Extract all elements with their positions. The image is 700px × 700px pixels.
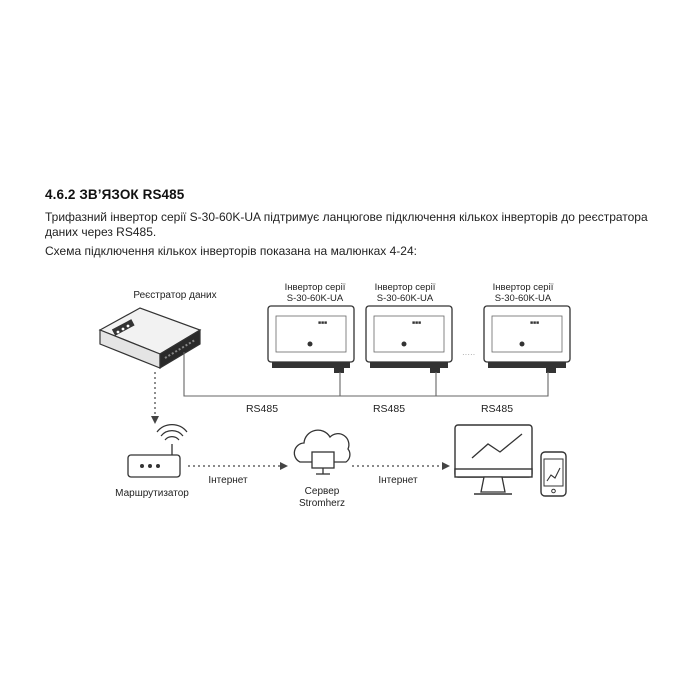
- intro-paragraph-line2: даних через RS485.: [45, 225, 157, 239]
- inverter-1-icon: ■■■: [267, 305, 355, 373]
- internet-label-2: Інтернет: [378, 475, 418, 486]
- inverter-3-label-line1: Інвертор серії: [493, 282, 554, 293]
- more-inverters-dots: ·····: [462, 350, 475, 359]
- diagram-caption-paragraph: Схема підключення кількох інверторів пок…: [45, 244, 417, 258]
- server-to-monitor-link: [352, 462, 450, 470]
- smartphone-icon: [540, 451, 567, 497]
- rs485-label-3: RS485: [481, 403, 513, 415]
- logger-to-router-link: [151, 372, 159, 424]
- inverter-1-label-line1: Інвертор серії: [285, 282, 346, 293]
- router-to-server-link: [188, 462, 288, 470]
- inverter-2-label-line1: Інвертор серії: [375, 282, 436, 293]
- intro-paragraph-line1: Трифазний інвертор серії S-30-60K-UA під…: [45, 210, 648, 224]
- router-label: Маршрутизатор: [115, 488, 189, 499]
- monitor-icon: [454, 424, 533, 495]
- svg-text:■■■: ■■■: [318, 320, 327, 326]
- rs485-label-2: RS485: [373, 403, 405, 415]
- internet-label-1: Інтернет: [208, 475, 248, 486]
- server-label-line2: Stromherz: [299, 498, 345, 509]
- inverter-2-label-line2: S-30-60K-UA: [377, 293, 434, 304]
- data-logger-icon: [98, 307, 202, 370]
- inverter-3-label-line2: S-30-60K-UA: [495, 293, 552, 304]
- cloud-server-icon: [293, 429, 351, 475]
- svg-text:■■■: ■■■: [530, 320, 539, 326]
- section-title: 4.6.2 ЗВ’ЯЗОК RS485: [45, 187, 185, 202]
- inverter-1-label-line2: S-30-60K-UA: [287, 293, 344, 304]
- rs485-label-1: RS485: [246, 403, 278, 415]
- server-label-line1: Сервер: [305, 486, 340, 497]
- data-logger-label: Реєстратор даних: [133, 290, 216, 301]
- inverter-2-icon: ■■■: [365, 305, 453, 373]
- inverter-3-icon: ■■■: [483, 305, 571, 373]
- router-icon: [127, 424, 188, 478]
- rs485-bus: [183, 352, 549, 397]
- svg-text:■■■: ■■■: [412, 320, 421, 326]
